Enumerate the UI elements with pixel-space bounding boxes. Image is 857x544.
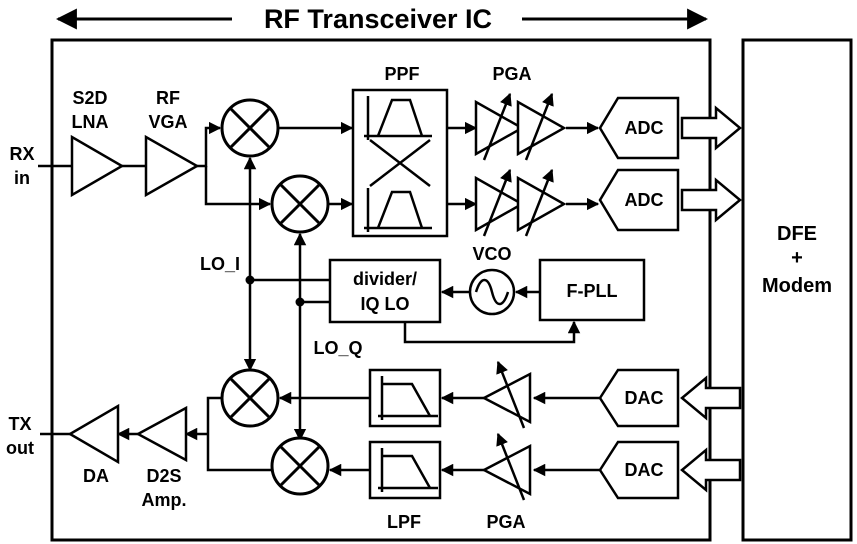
rx-bus-arrow-q bbox=[680, 177, 742, 223]
dfe-label-line2: + bbox=[791, 247, 803, 269]
page-title: RF Transceiver IC bbox=[264, 4, 492, 34]
rx-in-label: RX in bbox=[9, 144, 34, 188]
dfe-label-line1: DFE bbox=[777, 223, 817, 245]
f-pll: F-PLL bbox=[538, 258, 646, 322]
svg-text:RF: RF bbox=[156, 88, 180, 108]
dac-i: DAC bbox=[598, 368, 680, 428]
lo-q-label: LO_Q bbox=[313, 338, 362, 358]
svg-text:divider/: divider/ bbox=[353, 269, 417, 289]
rx-pga-q bbox=[474, 168, 567, 237]
svg-text:DAC: DAC bbox=[625, 388, 664, 408]
svg-text:out: out bbox=[6, 438, 34, 458]
vco: VCO bbox=[468, 244, 516, 316]
ppf-label: PPF bbox=[384, 64, 419, 84]
svg-text:ADC: ADC bbox=[625, 190, 664, 210]
pga-tx-label: PGA bbox=[486, 512, 525, 532]
svg-text:TX: TX bbox=[8, 414, 31, 434]
ic-boundary bbox=[50, 38, 712, 542]
svg-text:RX: RX bbox=[9, 144, 34, 164]
s2d-lna: S2D LNA bbox=[70, 88, 125, 198]
d2s-amp: D2S Amp. bbox=[135, 405, 188, 510]
dfe-label-line3: Modem bbox=[762, 275, 832, 297]
rx-mixer-q bbox=[270, 174, 330, 234]
svg-text:IQ LO: IQ LO bbox=[361, 294, 410, 314]
tx-mixer-i bbox=[220, 368, 280, 428]
rx-mixer-i bbox=[220, 98, 280, 158]
lo-i-label: LO_I bbox=[200, 254, 240, 274]
svg-text:LNA: LNA bbox=[72, 112, 109, 132]
svg-text:VGA: VGA bbox=[148, 112, 187, 132]
tx-bus-arrow-i bbox=[680, 375, 742, 421]
lpf-q bbox=[368, 440, 442, 500]
rx-pga-i bbox=[474, 92, 567, 161]
rx-bus-arrow-i bbox=[680, 105, 742, 151]
svg-text:S2D: S2D bbox=[72, 88, 107, 108]
tx-mixer-q bbox=[270, 436, 330, 496]
adc-i: ADC bbox=[598, 96, 680, 160]
dac-q: DAC bbox=[598, 440, 680, 500]
da: DA bbox=[67, 403, 120, 486]
adc-q: ADC bbox=[598, 168, 680, 232]
lpf-i bbox=[368, 368, 442, 428]
divider-iq-lo: divider/ IQ LO bbox=[328, 258, 442, 324]
lpf-label: LPF bbox=[387, 512, 421, 532]
svg-text:Amp.: Amp. bbox=[142, 490, 187, 510]
vco-label: VCO bbox=[472, 244, 511, 264]
svg-text:DA: DA bbox=[83, 466, 109, 486]
svg-text:DAC: DAC bbox=[625, 460, 664, 480]
svg-text:ADC: ADC bbox=[625, 118, 664, 138]
svg-text:F-PLL: F-PLL bbox=[567, 281, 618, 301]
tx-pga-q bbox=[481, 432, 532, 501]
tx-pga-i bbox=[481, 360, 532, 429]
pga-rx-label: PGA bbox=[492, 64, 531, 84]
title-group: RF Transceiver IC bbox=[55, 4, 709, 34]
tx-out-label: TX out bbox=[6, 414, 34, 458]
svg-text:in: in bbox=[14, 168, 30, 188]
tx-bus-arrow-q bbox=[680, 447, 742, 493]
svg-text:D2S: D2S bbox=[146, 466, 181, 486]
rf-vga: RF VGA bbox=[144, 88, 200, 198]
dfe-modem-block: DFE + Modem bbox=[741, 38, 853, 542]
ppf-block: PPF bbox=[351, 64, 449, 238]
